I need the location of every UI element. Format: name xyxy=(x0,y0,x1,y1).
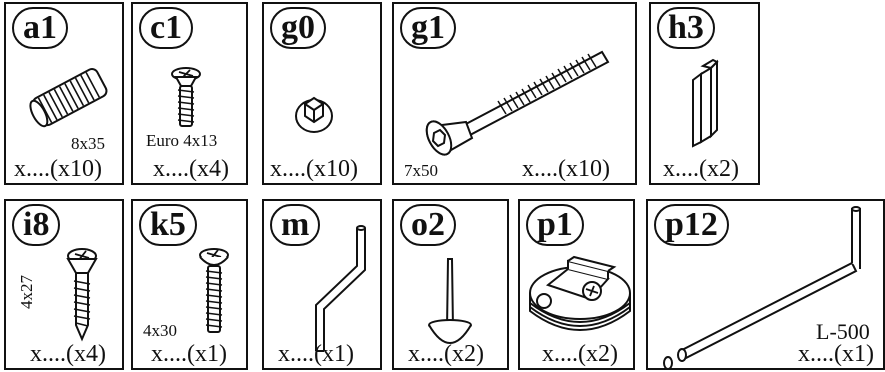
part-card-o2: o2 x....(x2) xyxy=(392,199,509,370)
part-card-g1: g1 7x50 x....(x10) xyxy=(392,2,637,185)
corner-key-icon xyxy=(692,58,719,148)
part-size: 7x50 xyxy=(404,161,438,180)
part-code: i8 xyxy=(12,204,61,246)
part-code: p12 xyxy=(654,204,729,246)
part-card-g0: g0 x....(x10) xyxy=(262,2,382,185)
part-quantity: x....(x1) xyxy=(151,341,227,367)
part-card-c1: c1 Euro 4x13 x....(x4) xyxy=(131,2,248,185)
part-card-a1: a1 8x35 x....(x10) xyxy=(4,2,124,185)
part-quantity: x....(x10) xyxy=(522,156,610,182)
wood-screw-icon xyxy=(66,248,98,342)
machine-screw-icon xyxy=(199,248,229,333)
part-quantity: x....(x2) xyxy=(542,341,618,367)
part-quantity: x....(x10) xyxy=(270,156,358,182)
hex-key-icon xyxy=(315,225,366,352)
part-quantity: x....(x2) xyxy=(408,341,484,367)
part-card-p1: p1 x....(x2) xyxy=(518,199,635,370)
part-code: h3 xyxy=(657,7,715,49)
part-quantity: x....(x4) xyxy=(30,341,106,367)
part-code: k5 xyxy=(139,204,197,246)
part-size: L-500 xyxy=(816,319,870,344)
cam-bolt-head-icon xyxy=(295,96,333,133)
part-code: a1 xyxy=(12,7,68,49)
part-size: Euro 4x13 xyxy=(146,131,218,150)
part-card-m: m x....(x1) xyxy=(262,199,382,370)
part-card-i8: i8 4x27 x....(x4) xyxy=(4,199,124,370)
part-size: 8x35 xyxy=(71,134,105,153)
part-quantity: x....(x2) xyxy=(663,156,739,182)
nail-glide-icon xyxy=(428,258,472,344)
connector-bolt-icon xyxy=(425,50,610,156)
euro-screw-icon xyxy=(171,67,201,127)
part-code: o2 xyxy=(400,204,456,246)
part-size: 4x30 xyxy=(143,321,177,340)
wooden-dowel-icon xyxy=(29,68,108,128)
part-card-k5: k5 4x30 x....(x1) xyxy=(131,199,248,370)
part-code: m xyxy=(270,204,321,246)
part-code: p1 xyxy=(526,204,584,246)
part-code: c1 xyxy=(139,7,194,49)
cam-lock-icon xyxy=(529,255,631,331)
part-quantity: x....(x4) xyxy=(153,156,229,182)
part-card-h3: h3 x....(x2) xyxy=(649,2,760,185)
part-quantity: x....(x1) xyxy=(278,341,354,367)
part-quantity: x....(x10) xyxy=(14,156,102,182)
hanging-rod-icon xyxy=(663,206,861,370)
part-card-p12: p12 L-500 x....(x1) xyxy=(646,199,885,370)
part-quantity: x....(x1) xyxy=(798,341,874,367)
part-code: g1 xyxy=(400,7,456,49)
part-code: g0 xyxy=(270,7,326,49)
